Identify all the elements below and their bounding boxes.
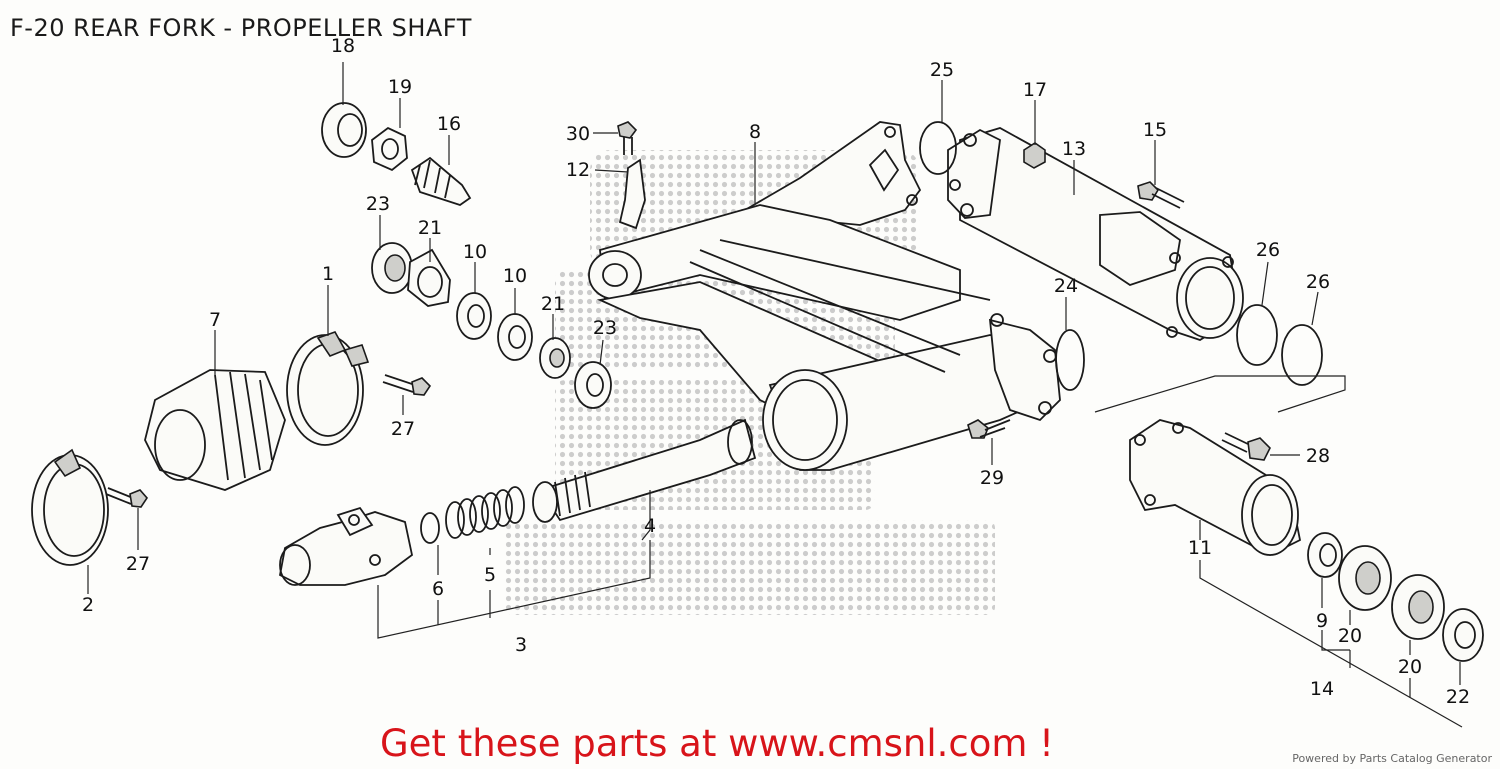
o-ring-24 [1055, 329, 1085, 391]
final-drive-tube [947, 127, 1244, 341]
callout-25: 25 [930, 59, 954, 81]
callout-22: 22 [1446, 686, 1470, 708]
o-ring-25 [919, 121, 957, 175]
callout-21b: 21 [541, 293, 565, 315]
bracket-12 [618, 158, 646, 230]
callout-1: 1 [322, 263, 334, 285]
boot-7 [144, 369, 286, 491]
washer-10a [456, 292, 492, 340]
callout-10b: 10 [503, 265, 527, 287]
callout-4: 4 [644, 515, 656, 537]
callout-26a: 26 [1256, 239, 1280, 261]
callout-23b: 23 [593, 317, 617, 339]
callout-17: 17 [1023, 79, 1047, 101]
clamp-2 [31, 448, 109, 566]
bolt-15 [1137, 181, 1185, 209]
bearing-21b [539, 337, 571, 379]
get-parts-link[interactable]: Get these parts at www.cmsnl.com ! [380, 722, 1055, 765]
leader-lines [87, 62, 1463, 728]
bearing-housing-11 [1129, 419, 1302, 557]
ring-6 [420, 512, 440, 544]
callout-20b: 20 [1398, 656, 1422, 678]
callout-30: 30 [566, 123, 590, 145]
callout-12: 12 [566, 159, 590, 181]
callout-19: 19 [388, 76, 412, 98]
bearing-21a [407, 248, 451, 307]
boot-16 [410, 156, 472, 206]
callout-6: 6 [432, 578, 444, 600]
bolt-29 [967, 419, 1011, 439]
callout-21a: 21 [418, 217, 442, 239]
bolt-27a [382, 374, 432, 396]
diagram-title: F-20 REAR FORK - PROPELLER SHAFT [10, 14, 472, 42]
callout-2: 2 [82, 594, 94, 616]
callout-24: 24 [1054, 275, 1078, 297]
callout-28: 28 [1306, 445, 1330, 467]
spring-5 [445, 486, 525, 539]
bolt-30 [617, 121, 638, 155]
callout-26b: 26 [1306, 271, 1330, 293]
callout-27b: 27 [126, 553, 150, 575]
seal-22 [1442, 608, 1484, 662]
seal-18 [321, 102, 367, 158]
callout-8: 8 [749, 121, 761, 143]
callout-20a: 20 [1338, 625, 1362, 647]
callout-23a: 23 [366, 193, 390, 215]
callout-27a: 27 [391, 418, 415, 440]
washer-10b [497, 313, 533, 361]
callout-3: 3 [515, 634, 527, 656]
callout-18: 18 [331, 35, 355, 57]
nut-19 [371, 126, 408, 172]
callout-11: 11 [1188, 537, 1212, 559]
rear-fork-swingarm [588, 121, 1061, 471]
o-ring-26a [1236, 304, 1278, 366]
propeller-shaft-4 [532, 418, 757, 523]
callout-7: 7 [209, 309, 221, 331]
callout-5: 5 [484, 564, 496, 586]
o-ring-26b [1281, 324, 1323, 386]
bolt-28 [1221, 432, 1271, 461]
bearing-23b [574, 361, 612, 409]
bearing-23a [371, 242, 413, 294]
callout-29: 29 [980, 467, 1004, 489]
universal-joint [278, 506, 414, 586]
callout-16: 16 [437, 113, 461, 135]
bolt-27b [105, 487, 149, 508]
callout-13: 13 [1062, 138, 1086, 160]
clamp-1 [286, 331, 370, 446]
callout-15: 15 [1143, 119, 1167, 141]
washer-9 [1307, 532, 1343, 578]
powered-by-credit: Powered by Parts Catalog Generator [1292, 752, 1492, 765]
bearing-20b [1391, 574, 1445, 640]
callout-10a: 10 [463, 241, 487, 263]
bearing-20a [1338, 545, 1392, 611]
callout-9: 9 [1316, 610, 1328, 632]
callout-14: 14 [1310, 678, 1334, 700]
